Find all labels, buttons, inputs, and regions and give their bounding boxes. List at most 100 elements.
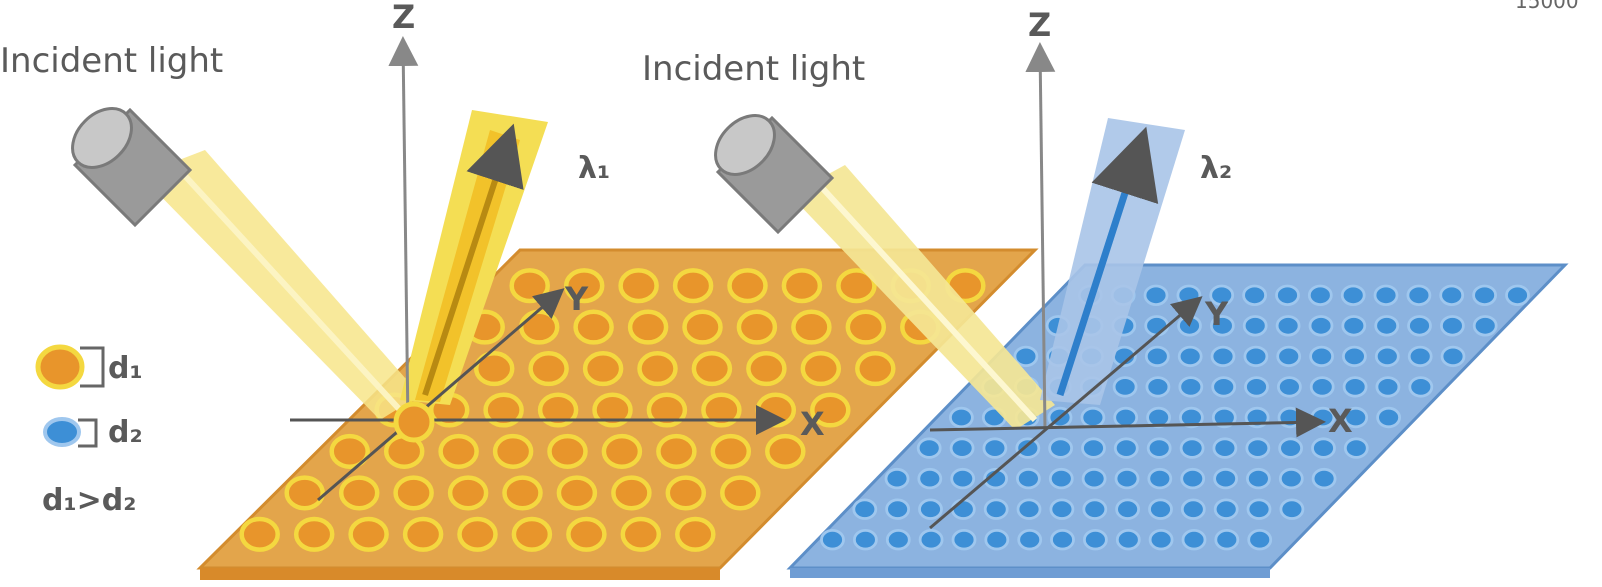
blue-particle — [1243, 345, 1269, 368]
blue-particle — [1048, 437, 1073, 459]
blue-particle — [1276, 345, 1302, 368]
lamp-right — [714, 114, 835, 235]
orange-particle — [675, 516, 716, 552]
blue-particle — [1275, 284, 1300, 307]
orange-particle — [592, 392, 633, 428]
blue-particle — [1143, 284, 1169, 307]
blue-particle — [982, 437, 1008, 459]
orange-particle — [781, 268, 823, 304]
blue-particle — [1309, 345, 1334, 368]
blue-particle — [1340, 284, 1366, 307]
blue-particle — [1015, 437, 1041, 459]
orange-particle — [284, 475, 325, 511]
blue-particle — [1278, 467, 1304, 490]
blue-particle — [1048, 467, 1074, 490]
blue-particle — [1472, 284, 1497, 307]
orange-particle — [637, 351, 678, 387]
blue-particle — [1016, 467, 1041, 490]
orange-particle — [791, 309, 832, 345]
blue-particle — [1246, 498, 1272, 520]
blue-particle — [1210, 345, 1236, 368]
blue-particle — [1341, 315, 1367, 337]
blue-particle — [1308, 315, 1334, 337]
blue-particle — [1179, 406, 1204, 429]
blue-particle — [918, 498, 943, 520]
blue-particle — [1245, 437, 1271, 459]
blue-particle — [885, 529, 911, 551]
blue-particle — [918, 529, 944, 551]
blue-particle — [1082, 498, 1108, 520]
blue-particle — [1144, 345, 1170, 368]
blue-particle — [1440, 345, 1466, 368]
blue-particle — [1311, 437, 1336, 459]
orange-particle — [765, 433, 806, 469]
orange-particle — [402, 516, 444, 552]
z-label-right: Z — [1028, 6, 1051, 44]
blue-particle — [1181, 529, 1207, 551]
blue-particle — [1144, 315, 1170, 337]
orange-particle — [618, 268, 659, 304]
orange-particle — [509, 268, 550, 304]
blue-particle — [1408, 376, 1434, 398]
blue-particle — [1017, 529, 1043, 551]
blue-particle — [1247, 529, 1273, 551]
blue-particle — [1112, 376, 1138, 398]
orange-particle — [720, 475, 761, 511]
blue-particle — [1081, 467, 1107, 490]
blue-particle — [1407, 315, 1432, 337]
blue-particle — [1375, 376, 1401, 398]
small-particle-icon — [43, 417, 81, 447]
y-label-right: Y — [1204, 295, 1229, 333]
blue-particle — [1309, 376, 1335, 398]
blue-particle — [950, 498, 976, 520]
blue-particle — [1179, 437, 1205, 459]
particle-grid-right — [820, 284, 1530, 551]
blue-particle — [1213, 498, 1239, 520]
blue-particle — [1177, 345, 1203, 368]
legend-d2: d₂ — [108, 415, 143, 450]
blue-particle — [1213, 467, 1238, 490]
legend-relation: d₁>d₂ — [42, 483, 136, 518]
blue-particle — [885, 498, 910, 520]
blue-particle — [1472, 315, 1498, 337]
corner-number: 15000 — [1515, 0, 1579, 13]
blue-particle — [1343, 406, 1369, 429]
blue-particle — [1145, 376, 1171, 398]
orange-particle — [620, 516, 662, 552]
wavelength-label-left: λ₁ — [578, 151, 610, 186]
blue-particle — [1148, 529, 1174, 551]
orange-particle — [528, 351, 569, 387]
orange-particle — [582, 351, 624, 387]
orange-particle — [518, 309, 560, 345]
blue-particle — [1242, 284, 1267, 307]
blue-particle — [983, 498, 1009, 520]
blue-particle — [1406, 284, 1432, 307]
blue-particle — [1277, 376, 1302, 398]
blue-particle — [1407, 345, 1433, 368]
blue-particle — [1049, 498, 1075, 520]
blue-particle — [950, 467, 976, 490]
blue-particle — [1115, 498, 1140, 520]
orange-particle — [810, 392, 851, 428]
blue-particle — [1113, 406, 1139, 429]
blue-particle — [1180, 498, 1206, 520]
orange-particle — [438, 433, 479, 469]
orange-particle — [338, 475, 380, 511]
blue-particle — [1242, 315, 1268, 337]
blue-particle — [1211, 376, 1237, 398]
y-axis-left — [317, 288, 565, 502]
blue-particle — [916, 437, 942, 459]
x-label-left: X — [800, 405, 825, 443]
orange-particle — [573, 309, 614, 345]
blue-particle — [1275, 315, 1301, 337]
orange-particle — [727, 268, 768, 304]
orange-particle — [601, 433, 643, 469]
blue-particle — [1080, 406, 1106, 429]
orange-particle — [746, 351, 787, 387]
blue-particle — [1178, 376, 1204, 398]
blue-particle — [1214, 529, 1240, 551]
blue-particle — [852, 498, 878, 520]
orange-particle — [566, 516, 607, 552]
orange-particle — [656, 433, 697, 469]
blue-particle — [983, 467, 1008, 490]
